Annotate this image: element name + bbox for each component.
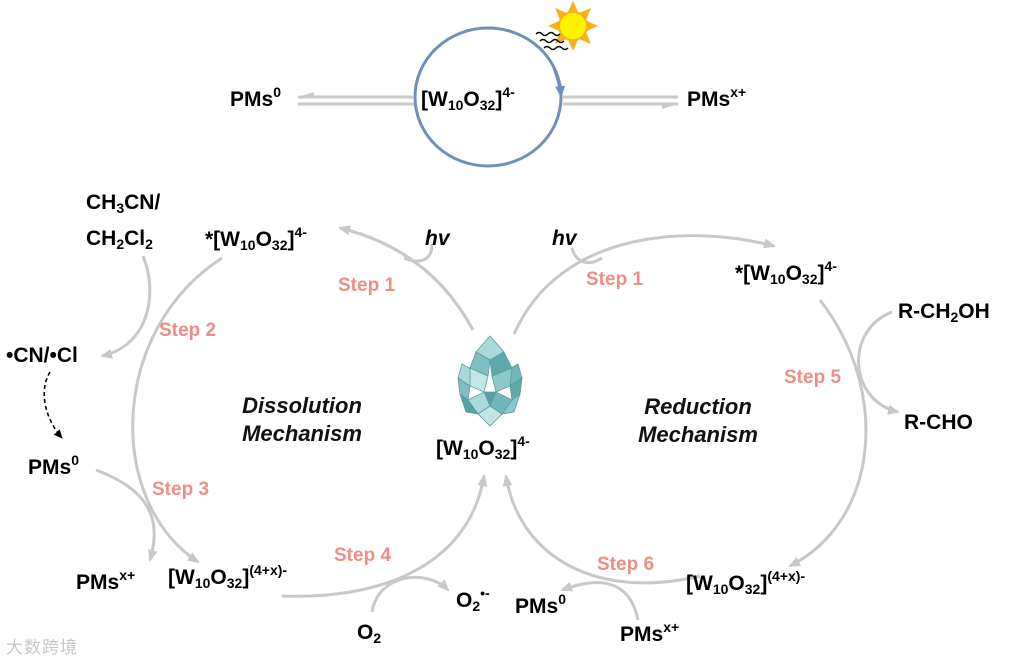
right-excited-catalyst: *[W10O32]4- [735, 258, 837, 287]
top-pms0: PMs0 [230, 84, 281, 111]
right-pmsx: PMsx+ [620, 619, 680, 646]
left-cycle-arrows [95, 225, 488, 613]
top-pmsx: PMsx+ [687, 84, 747, 111]
right-pms0: PMs0 [515, 591, 566, 618]
left-step-2: Step 2 [159, 320, 217, 341]
right-step-6: Step 6 [597, 554, 655, 575]
aldehyde: R-CHO [904, 411, 973, 434]
left-hv: hv [425, 227, 450, 250]
light-wave-icon [535, 31, 569, 51]
sun-icon [548, 1, 598, 51]
alcohol: R-CH2OH [898, 300, 990, 325]
radical-attack-dashed-arrow [43, 371, 63, 439]
top-cycle [298, 26, 678, 168]
right-step-1: Step 1 [586, 269, 644, 290]
left-half-arrowhead [298, 92, 314, 97]
right-cycle-arrows [502, 234, 900, 621]
superoxide: O2•- [456, 585, 490, 614]
top-cycle-arrowhead [552, 67, 566, 98]
top-catalyst: [W10O32]4- [421, 84, 515, 113]
radicals-cn-cl: •CN/•Cl [6, 344, 78, 367]
left-pms0: PMs0 [28, 452, 79, 479]
right-half-arrowhead [662, 104, 678, 109]
left-excited-catalyst: *[W10O32]4- [205, 224, 307, 253]
solvent-ch3cn: CH3CN/ [86, 191, 161, 216]
left-pmsx: PMsx+ [76, 567, 136, 594]
reduction-mechanism-title: Reduction Mechanism [638, 394, 758, 447]
left-step-3: Step 3 [152, 479, 210, 500]
right-hv: hv [552, 227, 577, 250]
right-reduced-catalyst: [W10O32](4+x)- [686, 568, 806, 597]
left-step-1: Step 1 [338, 275, 396, 296]
left-reduced-catalyst: [W10O32](4+x)- [168, 562, 288, 591]
center-catalyst: [W10O32]4- [436, 433, 530, 462]
decatungstate-cluster-icon [457, 335, 523, 427]
dissolution-mechanism-title: Dissolution Mechanism [242, 393, 362, 446]
oxygen: O2 [357, 621, 382, 646]
left-step-4: Step 4 [334, 545, 392, 566]
solvent-ch2cl2: CH2Cl2 [86, 227, 153, 252]
right-step-5: Step 5 [784, 367, 842, 388]
watermark: 大数跨境 [6, 638, 78, 657]
